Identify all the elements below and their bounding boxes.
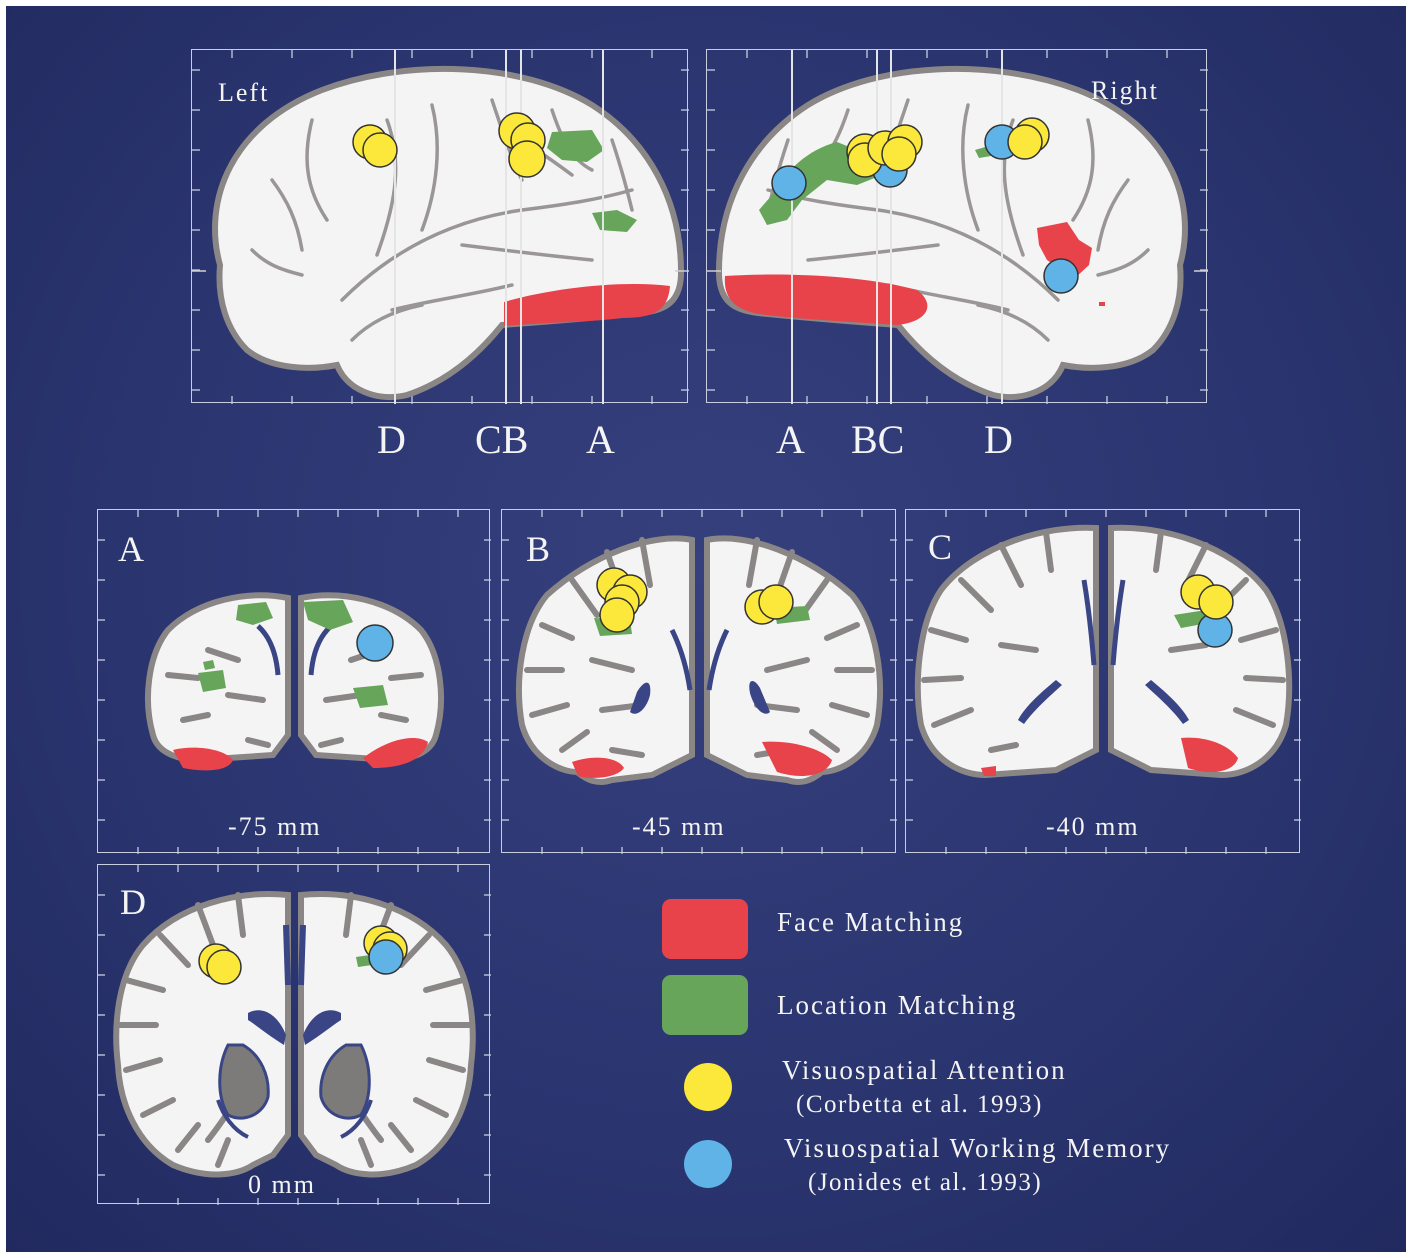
cut-label-right-bc: BC: [851, 416, 904, 463]
legend-source-working-memory: (Jonides et al. 1993): [808, 1169, 1042, 1197]
left-hemisphere-panel: Left: [191, 49, 688, 403]
section-b-panel: B -45 mm: [501, 509, 896, 853]
section-d-depth: 0 mm: [248, 1170, 316, 1200]
cut-label-right-a: A: [776, 416, 805, 463]
section-a-depth: -75 mm: [228, 812, 322, 842]
section-b-depth: -45 mm: [632, 812, 726, 842]
section-c-panel: C -40 mm: [905, 509, 1300, 853]
section-c-drawing: [906, 510, 1301, 854]
right-hemisphere-label: Right: [1091, 76, 1159, 106]
section-b-drawing: [502, 510, 897, 854]
left-hemisphere-label: Left: [218, 78, 269, 108]
legend-source-attention: (Corbetta et al. 1993): [796, 1091, 1043, 1119]
cut-label-left-cb: CB: [475, 416, 528, 463]
legend-swatch-working-memory: [684, 1140, 732, 1188]
right-hemisphere-panel: Right: [706, 49, 1207, 403]
section-c-letter: C: [928, 526, 952, 568]
legend-swatch-face-matching: [662, 899, 748, 959]
section-a-panel: A -75 mm: [97, 509, 490, 853]
section-d-letter: D: [120, 881, 146, 923]
legend: Face Matching Location Matching Visuospa…: [660, 895, 1360, 1215]
section-c-depth: -40 mm: [1046, 812, 1140, 842]
legend-label-location-matching: Location Matching: [777, 990, 1017, 1021]
section-b-letter: B: [526, 528, 550, 570]
section-d-drawing: [98, 865, 491, 1205]
legend-swatch-attention: [684, 1063, 732, 1111]
section-a-letter: A: [118, 528, 144, 570]
legend-label-working-memory: Visuospatial Working Memory: [784, 1133, 1171, 1164]
legend-swatch-location-matching: [662, 975, 748, 1035]
legend-label-face-matching: Face Matching: [777, 907, 964, 938]
cut-label-left-d: D: [377, 416, 406, 463]
section-d-panel: D 0 mm: [97, 864, 490, 1204]
legend-label-attention: Visuospatial Attention: [782, 1055, 1067, 1086]
cut-label-left-a: A: [586, 416, 615, 463]
cut-label-right-d: D: [984, 416, 1013, 463]
section-a-drawing: [98, 510, 491, 854]
